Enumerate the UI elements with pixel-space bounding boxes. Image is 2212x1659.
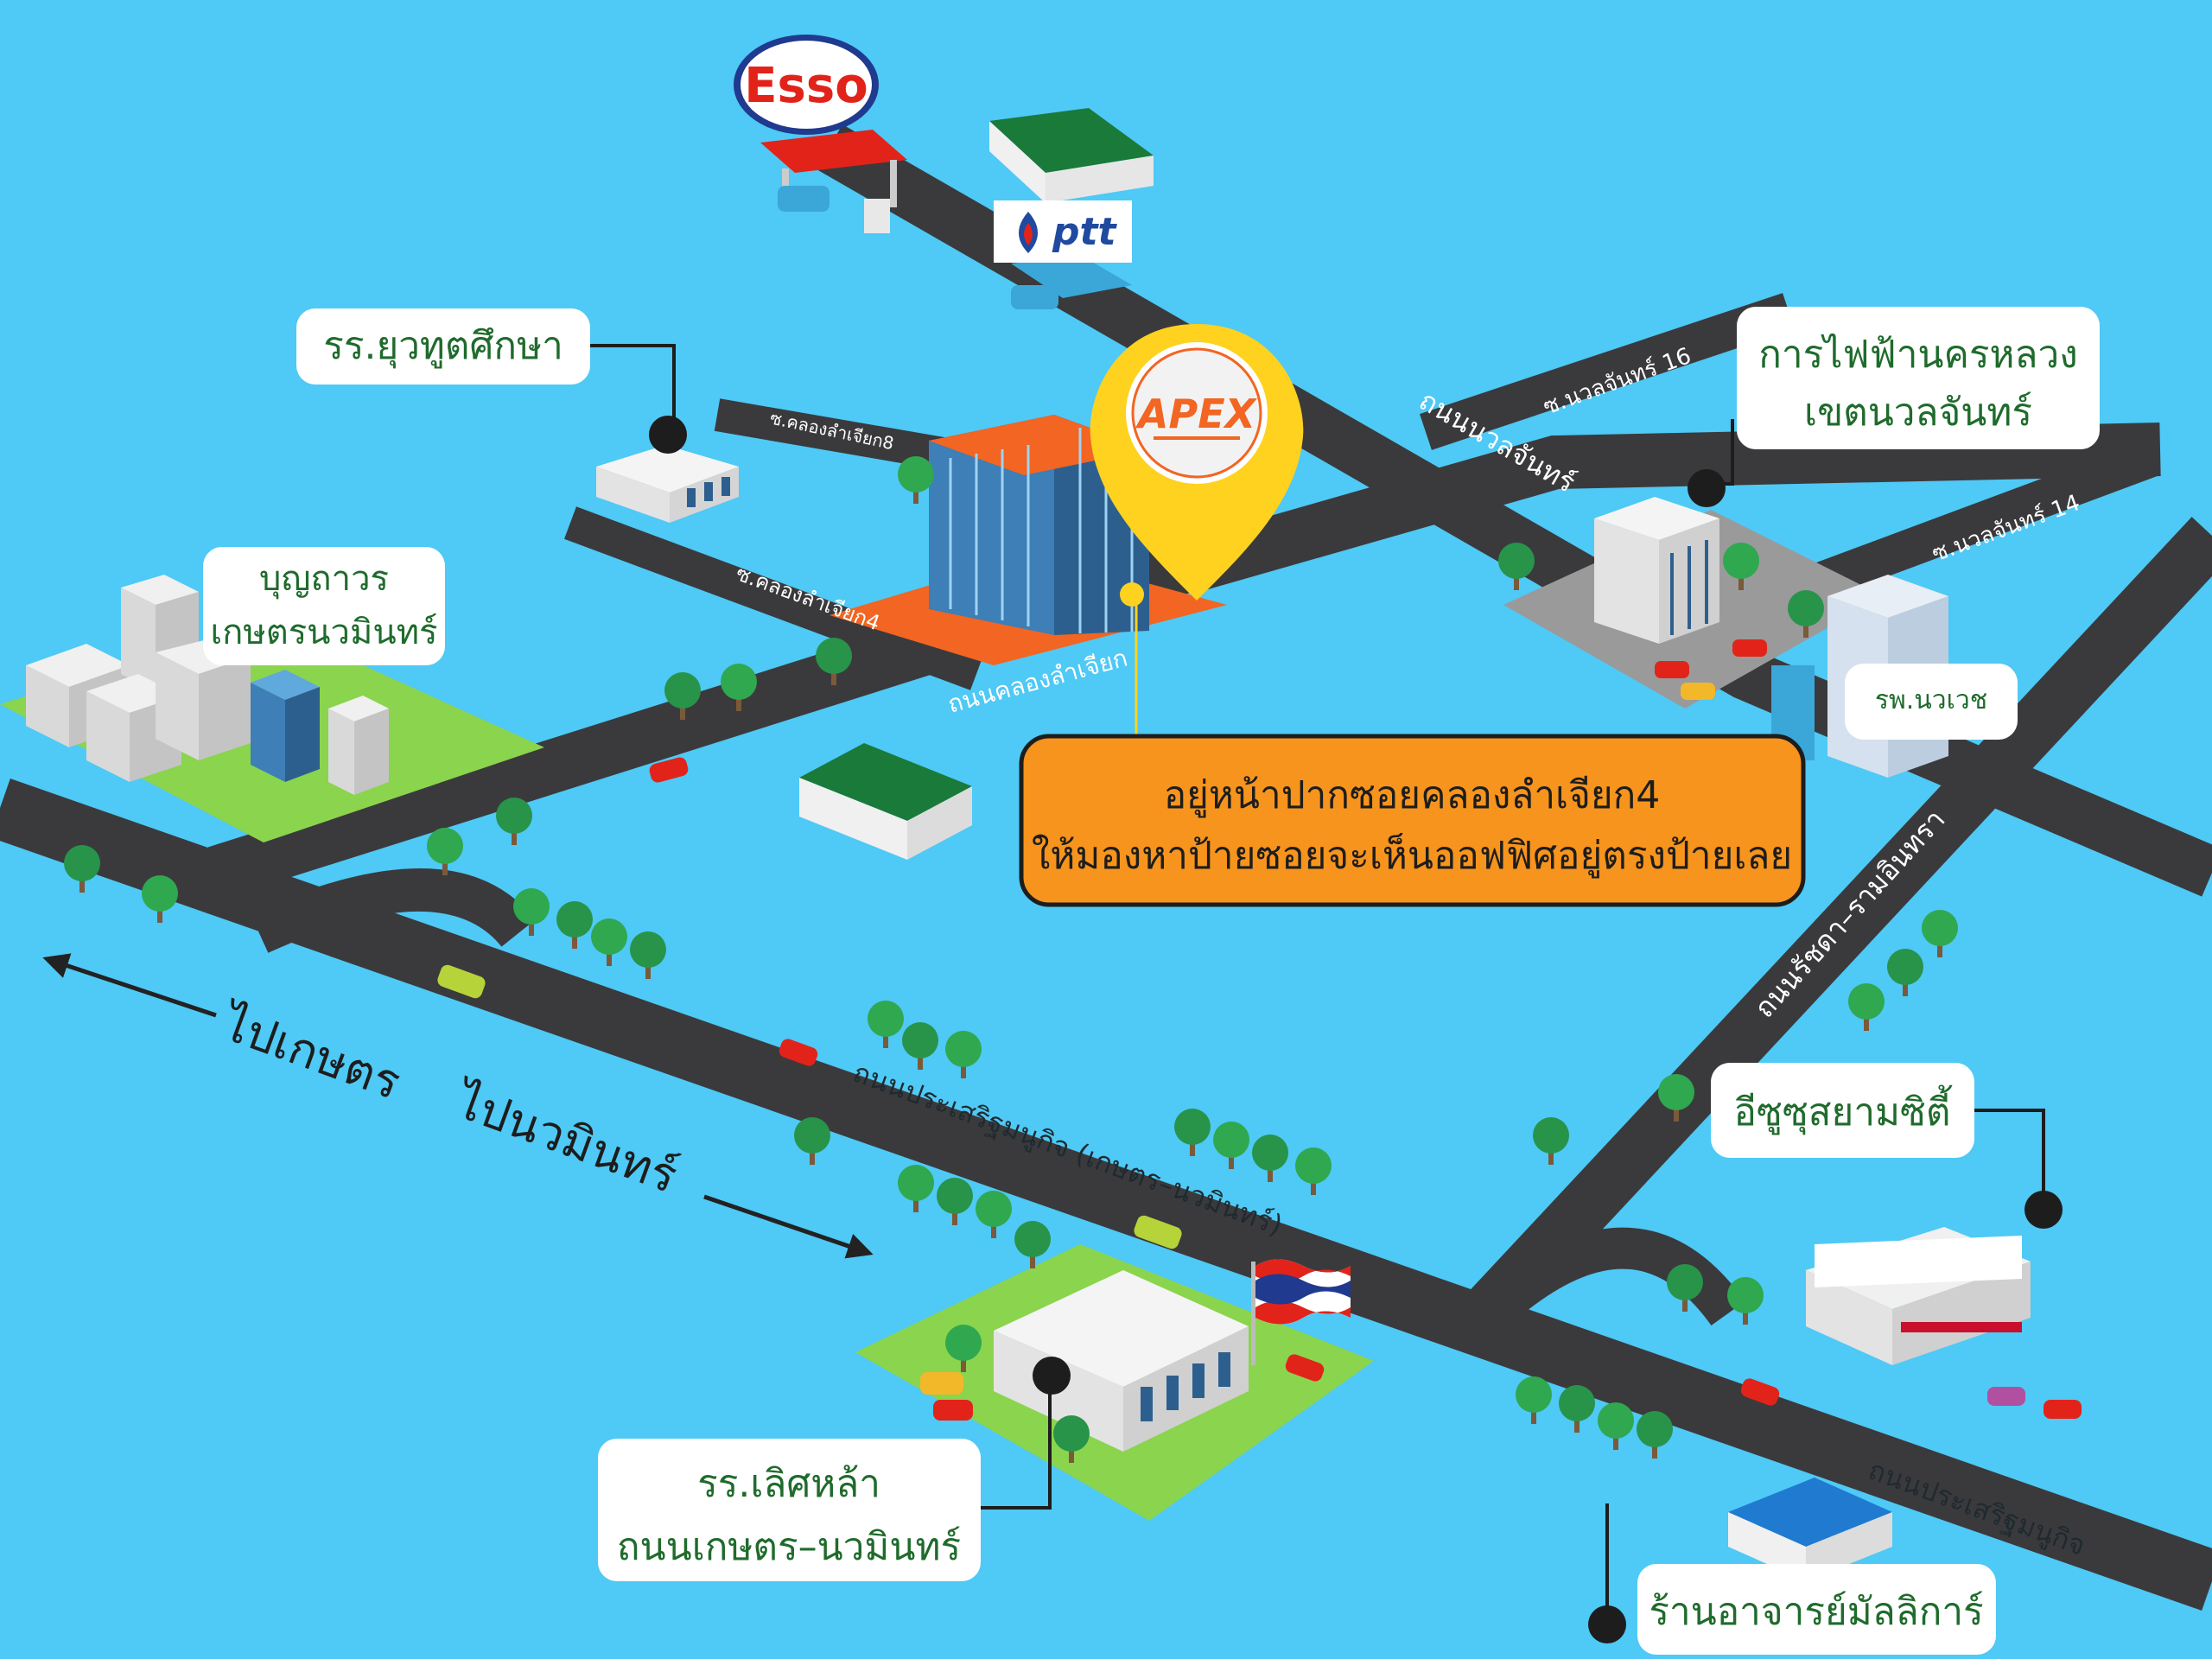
tree-icon <box>868 1001 904 1048</box>
tree-icon <box>1637 1411 1673 1459</box>
label-lertla-line2: ถนนเกษตร–นวมินทร์ <box>617 1525 961 1569</box>
ptt-logo: ptt <box>994 200 1132 263</box>
tree-icon <box>513 888 550 936</box>
tree-icon <box>945 1031 982 1078</box>
thai-flag-icon <box>1251 1259 1351 1365</box>
tree-icon <box>721 664 757 711</box>
leader-dots <box>649 416 2063 1643</box>
tree-icon <box>1053 1415 1090 1463</box>
label-box-lertla <box>598 1439 981 1581</box>
office-callout: อยู่หน้าปากซอยคลองลำเจียก4 ให้มองหาป้ายซ… <box>1019 734 1806 907</box>
road-ratchada <box>1465 517 2212 1332</box>
esso-station <box>760 130 907 233</box>
label-shop: ร้านอาจารย์มัลลิการ์ <box>1649 1590 1983 1634</box>
tree-icon <box>898 1165 934 1212</box>
road-soi-klong-4 <box>564 506 982 690</box>
apex-pin-icon: APEX <box>1090 324 1304 601</box>
label-box-mea <box>1737 307 2100 449</box>
road-soi-nawamin-16 <box>1420 293 1795 450</box>
cars <box>437 639 2082 1421</box>
tree-icon <box>1295 1147 1332 1195</box>
tree-icon <box>664 672 701 720</box>
isuzu-building <box>1806 1227 2031 1365</box>
road-prasert-manukit <box>0 779 2212 1611</box>
esso-logo: Esso <box>734 35 879 135</box>
tree-icon <box>1727 1277 1764 1325</box>
label-box-boonthaworn <box>203 547 445 665</box>
arrow-left-icon <box>42 953 217 1018</box>
tree-icon <box>937 1178 973 1225</box>
callout-line1: อยู่หน้าปากซอยคลองลำเจียก4 <box>1164 773 1661 818</box>
label-school-yuwathut: รร.ยุวทูตศึกษา <box>323 324 563 369</box>
boonthaworn-buildings <box>26 575 389 795</box>
tree-icon <box>816 638 852 685</box>
road-junction-curve-right <box>1499 1227 1745 1326</box>
road-junction-curve <box>250 868 536 953</box>
label-box-hospital <box>1845 664 2018 740</box>
tree-icon <box>1887 949 1923 996</box>
tree-icon <box>976 1191 1012 1238</box>
tree-icon <box>1498 543 1535 590</box>
tree-icon <box>898 456 934 504</box>
arrow-right-icon <box>703 1194 874 1259</box>
label-box-isuzu <box>1711 1063 1974 1158</box>
callout-line2: ให้มองหาป้ายซอยจะเห็นออฟฟิศอยู่ตรงป้ายเล… <box>1032 833 1792 879</box>
tree-icon <box>1723 543 1759 590</box>
road-soi-klong-8 <box>714 398 971 474</box>
tree-icon <box>1014 1221 1051 1268</box>
ptt-logo-text: ptt <box>1052 210 1118 254</box>
apex-tower <box>929 415 1149 635</box>
tree-icon <box>1848 983 1885 1031</box>
tree-icon <box>1922 910 1958 957</box>
road-klong-lam-chiak-east <box>1185 423 2161 592</box>
leader-lines <box>590 344 2045 1620</box>
tree-icon <box>902 1022 938 1070</box>
tree-icon <box>427 828 463 875</box>
label-isuzu: อีซูซุสยามซิตี้ <box>1734 1084 1953 1135</box>
roads <box>0 124 2212 1611</box>
label-lertla-line1: รร.เลิศหล้า <box>697 1462 880 1506</box>
school-yuwathut-building <box>596 445 739 523</box>
tree-icon <box>1174 1109 1211 1156</box>
tree-icon <box>1252 1135 1288 1182</box>
mea-building <box>1594 497 1719 644</box>
green-roof-building <box>799 743 972 860</box>
esso-logo-text: Esso <box>744 58 868 114</box>
label-mea-line2: เขตนวลจันทร์ <box>1804 391 2032 435</box>
tree-icon <box>1533 1117 1569 1165</box>
trees <box>64 456 1958 1463</box>
tree-icon <box>591 918 627 966</box>
ptt-station <box>989 108 1154 309</box>
tree-icon <box>142 875 178 923</box>
tree-icon <box>630 931 666 979</box>
label-hospital: รพ.นวเวช <box>1875 685 1987 715</box>
tree-icon <box>945 1325 982 1372</box>
tree-icon <box>1667 1264 1703 1312</box>
label-boonthaworn-line1: บุญถาวร <box>259 559 389 600</box>
label-box-shop <box>1637 1564 1996 1655</box>
tree-icon <box>64 845 100 893</box>
tree-icon <box>1213 1122 1249 1169</box>
tree-icon <box>1516 1376 1552 1424</box>
label-boonthaworn-line2: เกษตรนวมินทร์ <box>210 613 437 652</box>
label-box-yuwathut <box>296 308 590 385</box>
tree-icon <box>1658 1074 1694 1122</box>
apex-logo-text: APEX <box>1135 391 1258 437</box>
tree-icon <box>556 901 593 949</box>
label-mea-line1: การไฟฟ้านครหลวง <box>1758 333 2077 377</box>
tree-icon <box>1788 590 1824 638</box>
place-labels: รร.ยุวทูตศึกษา บุญถาวร เกษตรนวมินทร์ การ… <box>203 307 2100 1655</box>
tree-icon <box>794 1117 830 1165</box>
tree-icon <box>496 798 532 845</box>
tree-icon <box>1598 1402 1634 1450</box>
tree-icon <box>1559 1385 1595 1433</box>
